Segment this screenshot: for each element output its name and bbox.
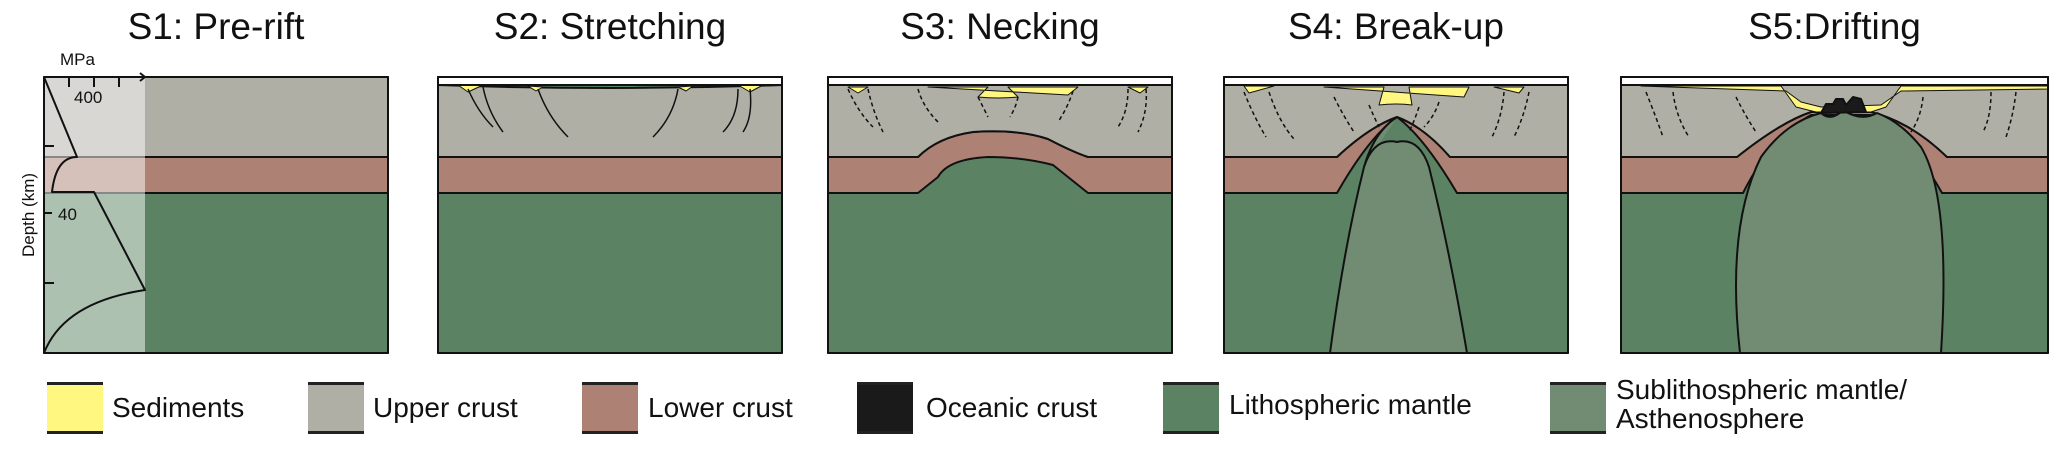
legend-swatch-lithospheric-mantle (1163, 382, 1219, 434)
legend-label-lower-crust: Lower crust (648, 392, 793, 423)
legend-swatch-sediments (47, 382, 103, 434)
panel-s2 (437, 76, 783, 354)
legend-label-sediments: Sediments (112, 392, 245, 423)
stage-title-s1: S1: Pre-rift (127, 6, 305, 47)
depth-axis-label: Depth (km) (19, 172, 39, 258)
legend-label-oceanic-crust: Oceanic crust (926, 392, 1098, 423)
stage-title-s3: S3: Necking (900, 6, 1100, 47)
legend-swatch-asthenosphere (1550, 382, 1606, 434)
depth-axis-tick-label: 40 (58, 205, 77, 224)
legend-label-asthenosphere-line2: Asthenosphere (1616, 403, 1805, 434)
strength-axis-tick-label: 400 (74, 88, 103, 107)
legend-swatch-lower-crust (582, 382, 638, 434)
panel-s4 (1223, 76, 1569, 354)
stage-title-s5: S5:Drifting (1748, 6, 1921, 47)
stage-title-s4: S4: Break-up (1288, 6, 1504, 47)
stage-title-s2: S2: Stretching (493, 6, 727, 47)
panel-s1 (43, 72, 389, 354)
legend-label-upper-crust: Upper crust (373, 392, 518, 423)
panel-s3 (827, 76, 1173, 354)
strength-profile-overlay (44, 77, 145, 353)
legend-label-lithospheric-mantle: Lithospheric mantle (1229, 389, 1472, 420)
strength-axis-unit: MPa (60, 50, 95, 69)
panel-s5 (1620, 76, 2049, 354)
strength-curve (43, 76, 146, 354)
legend-swatch-oceanic-crust (857, 382, 913, 434)
legend-label-asthenosphere: Sublithospheric mantle/ (1616, 374, 1908, 405)
legend-swatch-upper-crust (308, 382, 364, 434)
